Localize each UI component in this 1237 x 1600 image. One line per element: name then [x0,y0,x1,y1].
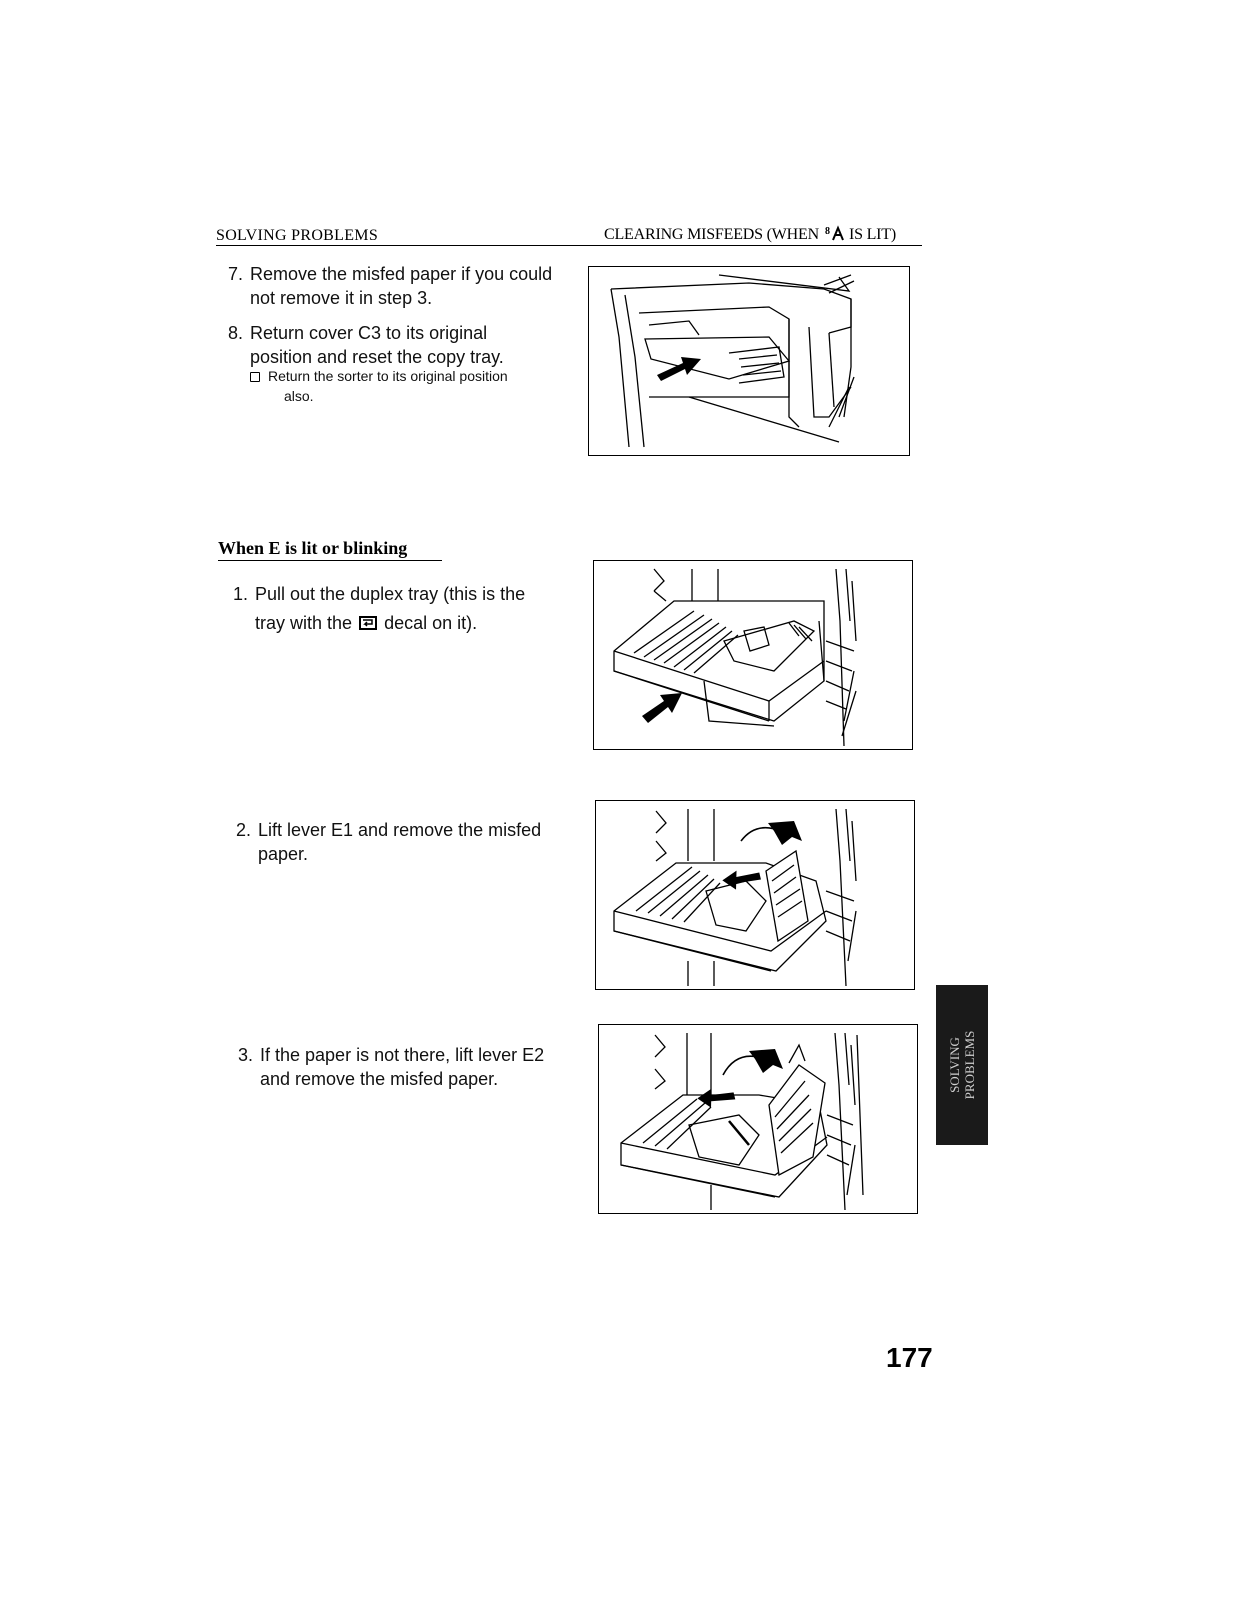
header-title-suffix: IS LIT) [848,226,896,243]
misfeed-indicator-icon: 8 [825,224,845,247]
duplex-decal-icon [359,616,378,630]
section-title-rule [218,560,442,561]
duplex-tray-illustration [613,568,857,747]
figure-lift-lever-e2 [598,1024,918,1214]
step-7: 7. Remove the misfed paper if you could … [228,262,588,312]
step-text-fragment: tray with the [255,613,353,633]
svg-text:8: 8 [825,226,830,237]
step-number: 3. [238,1045,254,1065]
step-number: 1. [233,584,249,604]
note-text-line: also. [284,388,314,404]
step-2: 2. Lift lever E1 and remove the misfed p… [236,818,576,868]
copier-illustration [610,274,855,448]
step-text-line: and remove the misfed paper. [260,1069,499,1089]
section-title: When E is lit or blinking [218,538,408,558]
note: Return the sorter to its original positi… [250,366,570,408]
running-header-section: SOLVING PROBLEMS [216,227,379,244]
note-text-line: Return the sorter to its original positi… [268,368,508,384]
page-number: 177 [886,1342,933,1373]
note-checkbox-icon [250,372,260,382]
pull-arrow-icon [657,357,701,381]
side-tab-line: PROBLEMS [962,1030,977,1100]
step-3: 3. If the paper is not there, lift lever… [238,1043,578,1093]
step-text-line: Return cover C3 to its original [250,323,488,343]
remove-arrow-icon [697,1088,736,1108]
step-number: 8. [228,323,244,343]
step-text-line: position and reset the copy tray. [250,347,504,367]
step-1: 1. Pull out the duplex tray (this is the… [233,580,573,640]
lever-e2-illustration [620,1032,864,1211]
lever-e1-illustration [613,808,857,987]
side-tab: SOLVING PROBLEMS [936,985,988,1145]
step-text-line: tray with the decal on it). [255,609,477,638]
step-text-line: Lift lever E1 and remove the misfed [258,820,542,840]
running-header-title: CLEARING MISFEEDS (WHEN 8 IS LIT) [604,224,896,247]
figure-remove-misfed-paper [588,266,910,456]
header-title-prefix: CLEARING MISFEEDS (WHEN [604,226,819,243]
figure-lift-lever-e1 [595,800,915,990]
figure-pull-out-duplex-tray [593,560,913,750]
step-text-line: Pull out the duplex tray (this is the [255,584,526,604]
side-tab-line: SOLVING [947,1037,962,1093]
pull-arrow-icon [642,693,682,723]
step-number: 7. [228,264,244,284]
step-text-line: not remove it in step 3. [250,288,433,308]
lift-arrow-icon [749,1049,783,1073]
header-rule [216,245,922,246]
step-text-line: Remove the misfed paper if you could [250,264,553,284]
side-tab-label: SOLVING PROBLEMS [947,1031,977,1100]
step-text-line: paper. [258,844,309,864]
remove-arrow-icon [722,870,761,890]
step-8: 8. Return cover C3 to its original posit… [228,321,588,371]
step-text-fragment: decal on it). [384,613,478,633]
step-text-line: If the paper is not there, lift lever E2 [260,1045,545,1065]
step-number: 2. [236,820,252,840]
lift-arrow-icon [768,821,802,845]
